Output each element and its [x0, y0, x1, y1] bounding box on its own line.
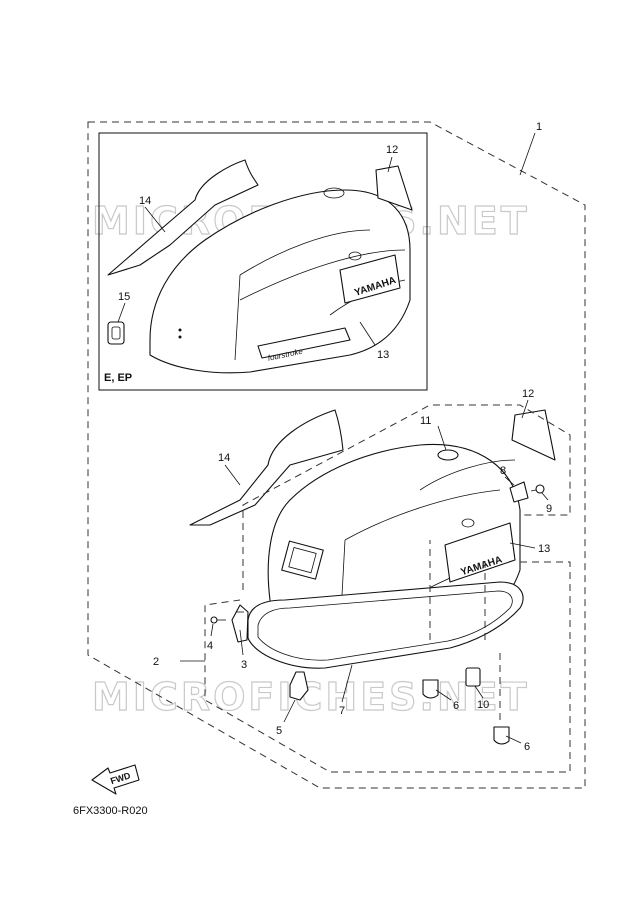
callout-10: 10 [477, 699, 489, 711]
callout-14b: 14 [218, 452, 230, 464]
inset-decal-12 [375, 165, 413, 211]
callout-9: 9 [546, 503, 552, 515]
diagram-code: 6FX3300-R020 [73, 805, 148, 817]
inset-decal-14 [107, 159, 259, 276]
callout-6a: 6 [453, 700, 459, 712]
callout-1: 1 [536, 121, 542, 133]
holder-8 [509, 481, 529, 503]
bolt-9 [530, 484, 545, 494]
screw-4 [210, 616, 226, 624]
variant-label: E, EP [104, 372, 132, 384]
inset-top-cowling: YAMAHA fourstroke [149, 187, 411, 374]
grommet-10 [465, 667, 481, 687]
variant-inset-box [98, 132, 428, 391]
watermark-bottom: MICROFICHES.NET [92, 675, 530, 719]
callout-11: 11 [420, 415, 431, 427]
callout-7: 7 [339, 705, 345, 717]
inset-grommet-15 [107, 321, 125, 345]
bracket-3 [231, 604, 249, 643]
callout-5: 5 [276, 725, 282, 737]
callout-4: 4 [207, 640, 213, 652]
callout-3: 3 [241, 659, 247, 671]
clip-5 [289, 671, 309, 701]
seal-7 [247, 581, 524, 669]
callout-8: 8 [500, 465, 506, 477]
assembly-boundary [87, 121, 586, 789]
callout-12a: 12 [386, 144, 398, 156]
damper-6a [422, 679, 439, 699]
callout-12b: 12 [522, 388, 534, 400]
damper-6b [493, 726, 510, 745]
main-decal-12 [511, 409, 556, 461]
subassembly-boundary-seal [204, 561, 571, 773]
main-decal-14 [189, 409, 344, 526]
subassembly-boundary-cowling [242, 404, 571, 590]
callout-2: 2 [153, 656, 159, 668]
fwd-arrow-icon [91, 764, 140, 795]
callout-15: 15 [118, 291, 130, 303]
callout-14a: 14 [139, 195, 151, 207]
callout-6b: 6 [524, 741, 530, 753]
callout-13a: 13 [377, 349, 389, 361]
callout-13b: 13 [538, 543, 550, 555]
